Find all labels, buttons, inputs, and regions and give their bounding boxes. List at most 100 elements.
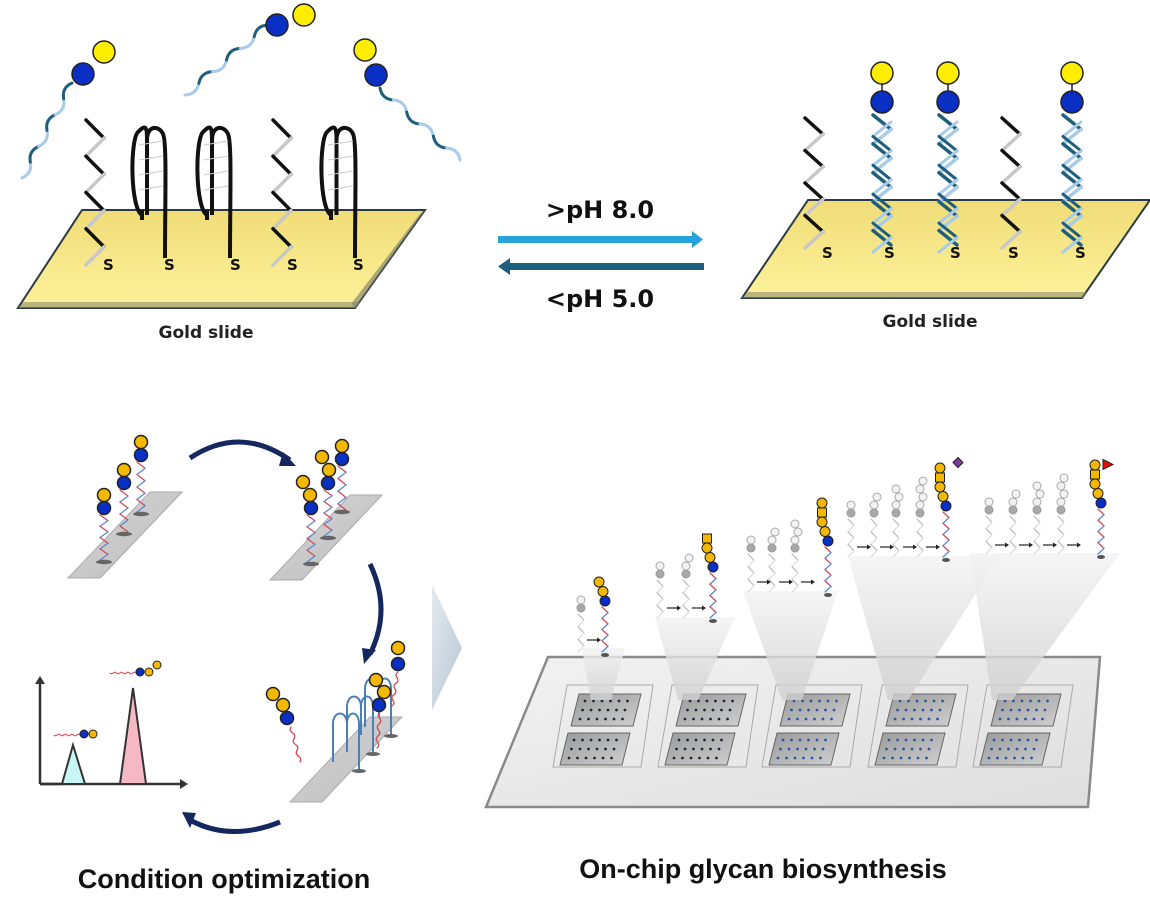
anchor [601, 653, 609, 657]
array-spot [930, 738, 933, 742]
helix-segment [136, 492, 146, 501]
array-spot [686, 738, 689, 742]
helix-segment [601, 623, 609, 631]
array-spot [924, 699, 927, 703]
helix-segment [768, 578, 776, 587]
galactose-icon [292, 3, 316, 27]
helix-segment [1061, 192, 1083, 211]
helix-segment [1057, 528, 1065, 536]
array-spot [1015, 717, 1019, 721]
strand-segment [405, 110, 422, 126]
array-spot [692, 717, 695, 721]
forward-arrow [498, 236, 694, 243]
base-pair [203, 155, 229, 161]
helix-segment [871, 156, 893, 175]
anchor [352, 769, 366, 773]
helix-segment [136, 505, 146, 513]
array-spot [711, 708, 715, 712]
array-spot [916, 756, 920, 760]
thiol-label: S [1008, 244, 1019, 262]
strand-segment [53, 734, 58, 737]
array-spot [927, 747, 931, 751]
galactose-icon [368, 672, 384, 688]
step-arrow-icon [867, 544, 871, 550]
helix-segment [768, 566, 776, 574]
helix-segment [271, 227, 293, 249]
helix-segment [306, 555, 316, 563]
array-spot [913, 708, 916, 712]
precursor-sugar-icon [918, 476, 928, 486]
helix-segment [1061, 142, 1083, 161]
array-spot [830, 717, 833, 721]
glucose-icon [599, 595, 611, 607]
helix-segment [937, 178, 959, 196]
array-spot [694, 708, 698, 712]
array-spot [694, 738, 698, 742]
helix-segment [84, 208, 106, 231]
helix-segment [99, 519, 109, 527]
top-left-panel: Gold slide S S S S S [16, 3, 462, 343]
helix-segment [601, 645, 609, 653]
helix-segment [337, 503, 347, 511]
array-spot [576, 756, 579, 760]
strand-segment [112, 671, 117, 674]
helix-segment [985, 540, 993, 549]
anchor [384, 734, 398, 738]
array-spot [583, 699, 587, 703]
precursor-sugar-icon [790, 535, 800, 545]
galactose-icon [701, 542, 713, 554]
array-spot [595, 717, 599, 721]
helix-segment [871, 207, 893, 225]
array-spot [601, 756, 605, 760]
helix-segment [1009, 521, 1017, 530]
chromatogram-plot [35, 660, 188, 789]
helix-segment [892, 524, 900, 533]
array-spot [1021, 756, 1025, 760]
helix-segment [937, 134, 959, 153]
helix-segment [337, 496, 347, 505]
strand-segment [66, 734, 71, 737]
precursor-sugar-icon [894, 492, 904, 502]
reaction-funnel [582, 648, 625, 700]
chip-cell [972, 684, 1074, 768]
helix-segment [1061, 221, 1083, 240]
base-pair [138, 170, 164, 176]
helix-segment [577, 619, 585, 628]
helix-segment [824, 574, 832, 582]
array-spot [902, 717, 905, 721]
array-spot [572, 738, 576, 742]
helix-segment [119, 495, 129, 503]
glucose-icon [1095, 497, 1107, 509]
helix-segment [985, 528, 993, 536]
helix-segment [870, 543, 878, 552]
helix-segment [892, 537, 900, 545]
galactose-icon [96, 487, 112, 503]
array-spot [824, 738, 827, 742]
array-spot [689, 756, 693, 760]
helix-segment [1061, 127, 1083, 146]
strand-segment [378, 717, 382, 725]
base-pair [327, 140, 354, 146]
sialic-acid-icon [952, 456, 964, 469]
helix-segment [1061, 228, 1083, 247]
helix-segment [916, 531, 924, 539]
helix-segment [937, 236, 959, 254]
anchor [303, 561, 319, 567]
glucose-icon [371, 697, 387, 713]
precursor-sugar-icon [1059, 473, 1069, 483]
precursor-sugar-icon [790, 519, 800, 529]
base-pair [138, 155, 164, 161]
anchor [366, 752, 380, 756]
helix-segment [791, 585, 799, 593]
strand-segment [53, 97, 66, 117]
array-spot [907, 699, 910, 703]
helix-segment [656, 579, 664, 587]
precursor-sugar-icon [576, 595, 586, 605]
precursor-sugar-icon [746, 535, 756, 545]
array-spot [709, 747, 712, 751]
on-chip-biosynthesis-title: On-chip glycan biosynthesis [579, 854, 947, 884]
array-spot [1035, 708, 1038, 712]
helix-segment [306, 549, 316, 557]
helix-segment [136, 498, 146, 507]
helix-segment [870, 531, 878, 539]
